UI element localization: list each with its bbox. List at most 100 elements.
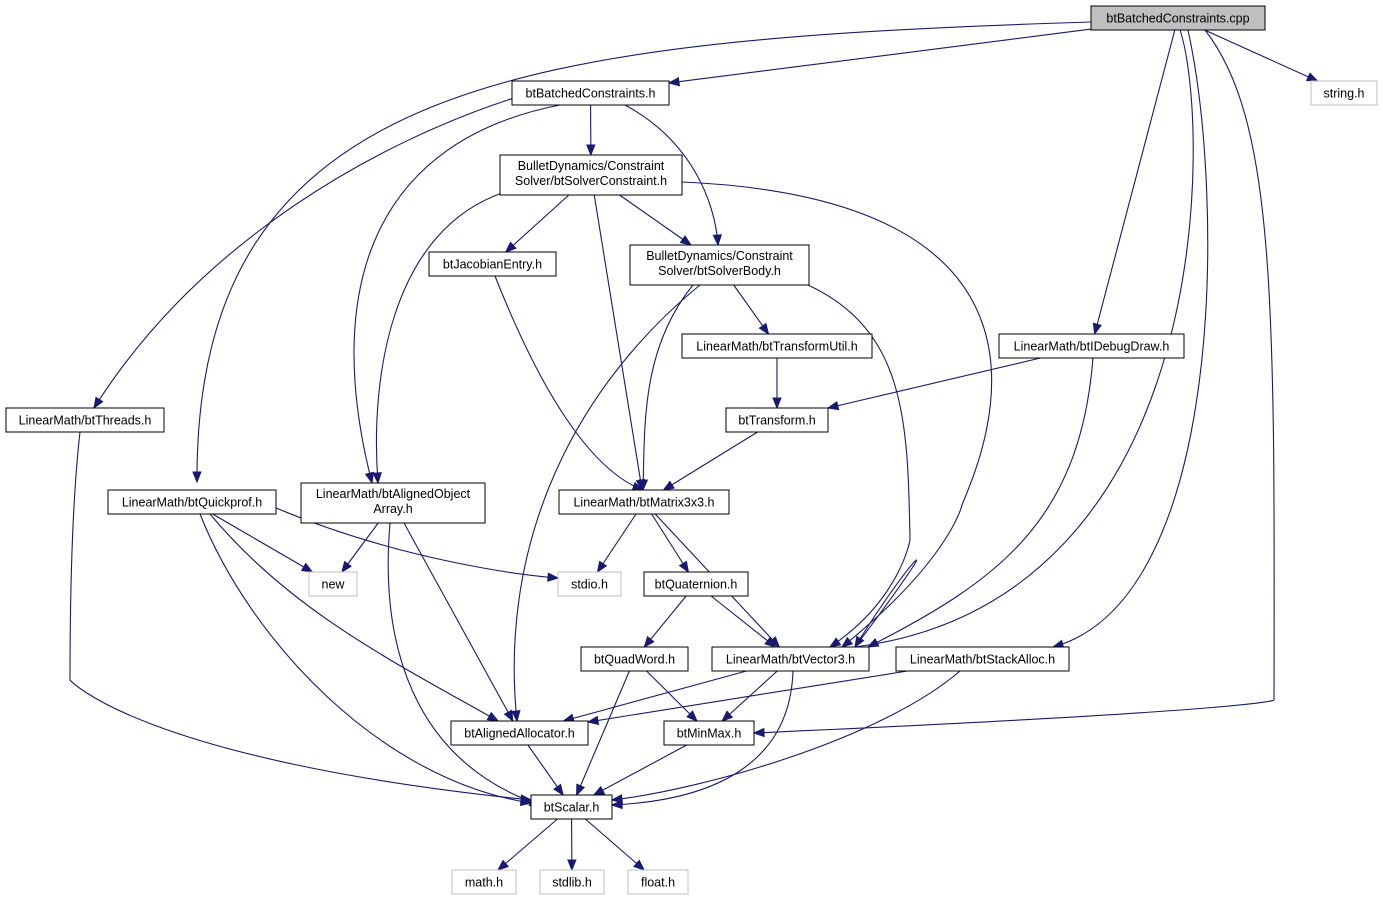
edge-arrowhead [866,638,880,648]
node-box [629,244,810,286]
node-label: LinearMath/btVector3.h [726,653,855,667]
edge-aligned-allocator-to-scalar [527,744,564,797]
node-aligned-allocator[interactable]: btAlignedAllocator.h [450,720,589,746]
node-idebug-draw[interactable]: LinearMath/btIDebugDraw.h [998,333,1185,359]
node-box [580,646,689,672]
edge-quickprof-to-scalar [199,513,533,807]
edge-matrix3x3-to-stdio-h [596,513,637,574]
edge-quickprof-to-stdio-h [275,507,560,582]
node-string-h: string.h [1310,80,1378,106]
edge-arrowhead [364,471,374,485]
edge-line [643,595,687,648]
edge-solver-body-to-aligned-allocator [511,284,701,723]
edge-matrix3x3-to-quaternion [651,513,690,574]
node-label: LinearMath/btThreads.h [19,414,152,428]
node-box [711,646,870,672]
edge-arrowhead [496,859,510,871]
edge-line [403,522,514,722]
edge-quaternion-to-quadword [643,595,687,649]
edge-idebug-draw-to-vector3 [866,357,1094,648]
node-transform[interactable]: btTransform.h [725,407,829,433]
edge-line [646,670,698,722]
node-label: float.h [641,876,675,890]
edge-line [593,194,643,491]
edge-line [807,284,911,648]
node-scalar[interactable]: btScalar.h [530,794,613,820]
edge-bc-h-to-aligned-object-array [353,104,561,485]
edge-arrowhead [504,241,517,253]
node-box [998,333,1185,359]
edge-line [642,284,694,491]
edge-line [1052,29,1209,648]
node-threads[interactable]: LinearMath/btThreads.h [5,407,165,433]
node-math-h: math.h [451,869,517,895]
node-label: btJacobianEntry.h [443,258,542,272]
node-box [428,251,557,277]
node-stack-alloc[interactable]: LinearMath/btStackAlloc.h [895,646,1070,672]
edge-arrowhead [712,234,723,247]
node-stdlib-h: stdlib.h [539,869,605,895]
edge-arrowhead [686,710,698,722]
edge-root-to-quickprof [192,21,1092,484]
edge-arrowhead [764,636,777,648]
edge-arrowhead [1305,72,1319,82]
node-float-h: float.h [627,869,689,895]
edge-line [275,507,559,579]
node-jacobian[interactable]: btJacobianEntry.h [428,251,557,277]
edge-arrowhead [826,400,840,411]
node-label: BulletDynamics/Constraint [646,249,793,263]
node-quickprof[interactable]: LinearMath/btQuickprof.h [107,489,277,515]
node-label: LinearMath/btIDebugDraw.h [1014,340,1170,354]
node-label: LinearMath/btTransformUtil.h [696,340,857,354]
node-label: string.h [1324,87,1365,101]
edge-line [199,513,532,804]
node-root[interactable]: btBatchedConstraints.cpp [1090,5,1266,31]
edge-line [597,513,637,573]
edge-line [212,513,313,573]
node-label: Solver/btSolverConstraint.h [515,174,667,188]
edge-solver-constraint-to-aligned-object-array [372,191,506,485]
edge-arrowhead [586,144,596,157]
edge-arrowhead [372,472,382,485]
edge-scalar-to-math-h [496,818,558,871]
node-solver-body[interactable]: BulletDynamics/ConstraintSolver/btSolver… [629,244,810,286]
edge-root-to-vector3 [853,29,1194,649]
node-box [627,869,689,895]
node-matrix3x3[interactable]: LinearMath/btMatrix3x3.h [558,489,730,515]
edge-line [619,194,692,246]
edge-line [69,431,532,801]
edge-quadword-to-minmax [646,670,698,722]
node-box [725,407,829,433]
node-label: btScalar.h [544,801,600,815]
edge-arrowhead [679,235,693,246]
edge-arrowhead [633,859,646,871]
edge-arrowhead [486,711,500,722]
edge-line [853,29,1194,648]
node-solver-constraint[interactable]: BulletDynamics/ConstraintSolver/btSolver… [499,154,683,196]
node-box [511,80,670,106]
node-minmax[interactable]: btMinMax.h [663,720,755,746]
edge-arrowhead [300,562,314,573]
node-quaternion[interactable]: btQuaternion.h [643,571,749,597]
edge-aligned-object-array-to-new [341,522,379,574]
node-label: btQuaternion.h [655,578,738,592]
edge-solver-constraint-to-matrix3x3 [593,194,646,492]
edge-line [593,744,687,796]
edge-solver-body-to-transform-util [733,284,770,336]
edge-line [651,513,689,573]
edge-bc-h-to-solver-constraint [586,104,596,157]
node-quadword[interactable]: btQuadWord.h [580,646,689,672]
node-bc-h[interactable]: btBatchedConstraints.h [511,80,670,106]
node-label: LinearMath/btAlignedObject [316,487,471,501]
edge-line [505,194,570,253]
edge-line [587,670,908,723]
node-label: new [322,578,346,592]
edge-transform-to-matrix3x3 [662,431,758,491]
edge-solver-constraint-to-solver-body [619,194,693,246]
node-label: btQuadWord.h [594,653,675,667]
node-vector3[interactable]: LinearMath/btVector3.h [711,646,870,672]
node-transform-util[interactable]: LinearMath/btTransformUtil.h [681,333,873,359]
edge-line [563,670,747,722]
